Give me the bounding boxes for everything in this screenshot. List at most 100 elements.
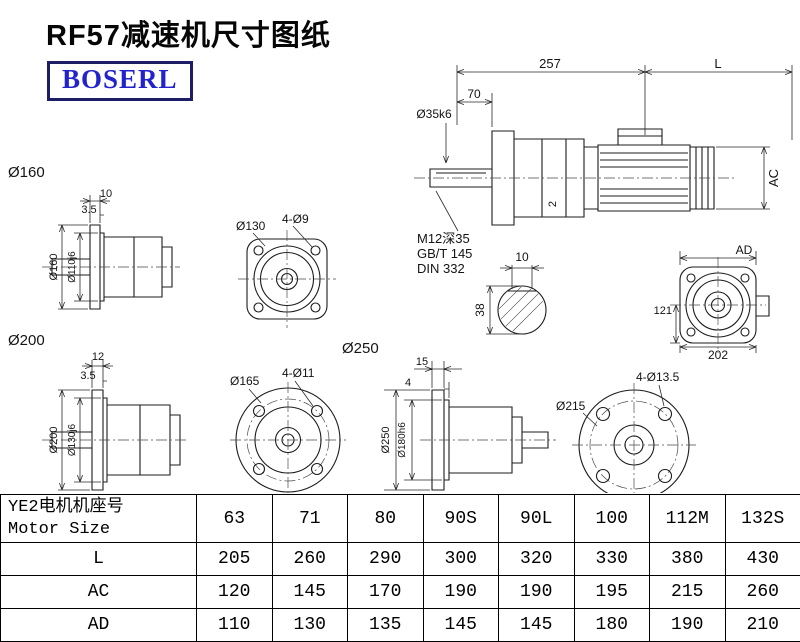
flange250-side-view: Ø250 15 4 Ø250 Ø180h6	[342, 340, 556, 490]
ad-terminal-stub	[756, 296, 769, 316]
col-header: 100	[574, 495, 650, 543]
flange165-holes-label: 4-Ø11	[282, 366, 315, 380]
table-cell: 260	[725, 576, 800, 609]
dim-2-label: 2	[547, 201, 559, 207]
section-height-label: 38	[473, 303, 487, 317]
table-cell: 430	[725, 543, 800, 576]
table-cell: 190	[650, 609, 726, 642]
flange130-bolt-hole	[254, 246, 263, 255]
flange215-dia-label: Ø215	[556, 399, 586, 413]
shaft-key-section-view: 10 38	[462, 250, 558, 334]
table-header-row: YE2电机机座号 Motor Size 63 71 80 90S 90L 100…	[1, 495, 800, 543]
table-cell: 145	[423, 609, 499, 642]
flange160-spigot-dia-label: Ø110j6	[67, 251, 78, 283]
table-cell: 380	[650, 543, 726, 576]
table-cell: 205	[197, 543, 273, 576]
flange160-outer-dia-label: Ø160	[48, 254, 60, 281]
flange215-front-view: 4-Ø13.5 Ø215	[556, 370, 696, 493]
page-title: RF57减速机尺寸图纸	[46, 12, 331, 54]
table-cell: 330	[574, 543, 650, 576]
table-cell: 260	[272, 543, 348, 576]
flange250-outer-dia-label: Ø250	[380, 427, 392, 454]
flange160-side-view: Ø160 10 3.5 Ø160 Ø110j6	[8, 164, 180, 309]
table-cell: 145	[499, 609, 575, 642]
table-cell: 170	[348, 576, 424, 609]
table-cell: 195	[574, 576, 650, 609]
motor-size-header-en: Motor Size	[8, 519, 196, 540]
ad-rear-view: AD 121 202	[654, 243, 769, 362]
flange200-thickness-label: 12	[92, 351, 104, 363]
ad-centerlines	[670, 257, 766, 353]
flange130-bolt-hole	[311, 246, 320, 255]
flange250-section-label: Ø250	[342, 340, 379, 357]
flange160-spigot-depth-label: 3.5	[81, 204, 96, 216]
col-header: 80	[348, 495, 424, 543]
dim-121-label: 121	[654, 305, 672, 317]
tapped-hole-note: M12深35	[417, 231, 470, 246]
flange130-dia-label: Ø130	[236, 219, 266, 233]
flange165-dia-label: Ø165	[230, 374, 260, 388]
table-cell: 290	[348, 543, 424, 576]
col-header: 90S	[423, 495, 499, 543]
flange130-centerlines	[238, 230, 336, 328]
flange160-section-label: Ø160	[8, 164, 45, 181]
table-cell: 190	[499, 576, 575, 609]
flange200-spigot-dia-label: Ø130j6	[67, 423, 78, 456]
main-assembly-dimension-lines	[436, 65, 792, 231]
table-row-AC: AC 120 145 170 190 190 195 215 260	[1, 576, 800, 609]
gb-standard-note: GB/T 145	[417, 246, 472, 261]
table-cell: 320	[499, 543, 575, 576]
ad-bolt-hole	[687, 274, 695, 282]
table-cell: 130	[272, 609, 348, 642]
flange130-front-view: Ø130 4-Ø9	[236, 212, 336, 328]
row-label: AD	[1, 609, 197, 642]
flange200-section-label: Ø200	[8, 332, 45, 349]
ad-bolt-hole	[687, 328, 695, 336]
key-width-label: 10	[515, 250, 529, 264]
flange250-spigot-depth-label: 4	[405, 377, 411, 389]
flange165-front-view: Ø165 4-Ø11	[230, 366, 346, 493]
section-dimension-lines	[486, 265, 544, 334]
flange130-holes-label: 4-Ø9	[282, 212, 309, 226]
table-cell: 210	[725, 609, 800, 642]
flange200-outer-dia-label: Ø200	[48, 427, 60, 454]
flange160-thickness-label: 10	[100, 188, 112, 200]
col-header: 71	[272, 495, 348, 543]
row-label: L	[1, 543, 197, 576]
flange215-holes-label: 4-Ø13.5	[636, 370, 680, 384]
flange250-thickness-label: 15	[416, 356, 428, 368]
flange250-dimension-lines	[384, 361, 462, 490]
table-cell: 120	[197, 576, 273, 609]
technical-drawing-canvas: 257 L 70 Ø35k6 AC 2 M12深35 GB/T 145 DIN …	[0, 55, 800, 493]
dim-257-label: 257	[539, 56, 561, 71]
table-cell: 300	[423, 543, 499, 576]
table-cell: 180	[574, 609, 650, 642]
table-cell: 135	[348, 609, 424, 642]
dim-70-label: 70	[467, 87, 481, 101]
din-standard-note: DIN 332	[417, 261, 465, 276]
table-cell: 145	[272, 576, 348, 609]
table-row-AD: AD 110 130 135 145 145 180 190 210	[1, 609, 800, 642]
flange250-spigot-dia-label: Ø180h6	[397, 422, 408, 458]
row-label: AC	[1, 576, 197, 609]
flange165-bolt-hole	[312, 406, 323, 417]
dim-AC-label: AC	[766, 169, 781, 187]
col-header: 112M	[650, 495, 726, 543]
motor-size-header-cn: YE2电机机座号	[8, 497, 196, 518]
dim-AD-label: AD	[736, 243, 753, 257]
dimension-table: YE2电机机座号 Motor Size 63 71 80 90S 90L 100…	[0, 494, 800, 642]
ad-bolt-hole	[741, 274, 749, 282]
flange130-bolt-hole	[311, 303, 320, 312]
table-row-L: L 205 260 290 300 320 330 380 430	[1, 543, 800, 576]
flange130-bolt-hole	[254, 303, 263, 312]
table-cell: 215	[650, 576, 726, 609]
flange200-spigot-depth-label: 3.5	[80, 370, 95, 382]
motor-size-header-cell: YE2电机机座号 Motor Size	[1, 495, 197, 543]
shaft-diameter-label: Ø35k6	[416, 107, 452, 121]
col-header: 132S	[725, 495, 800, 543]
table-cell: 110	[197, 609, 273, 642]
dim-202-label: 202	[708, 348, 728, 362]
flange200-side-view: Ø200 12 3.5 Ø200 Ø130j6	[8, 332, 188, 490]
col-header: 90L	[499, 495, 575, 543]
